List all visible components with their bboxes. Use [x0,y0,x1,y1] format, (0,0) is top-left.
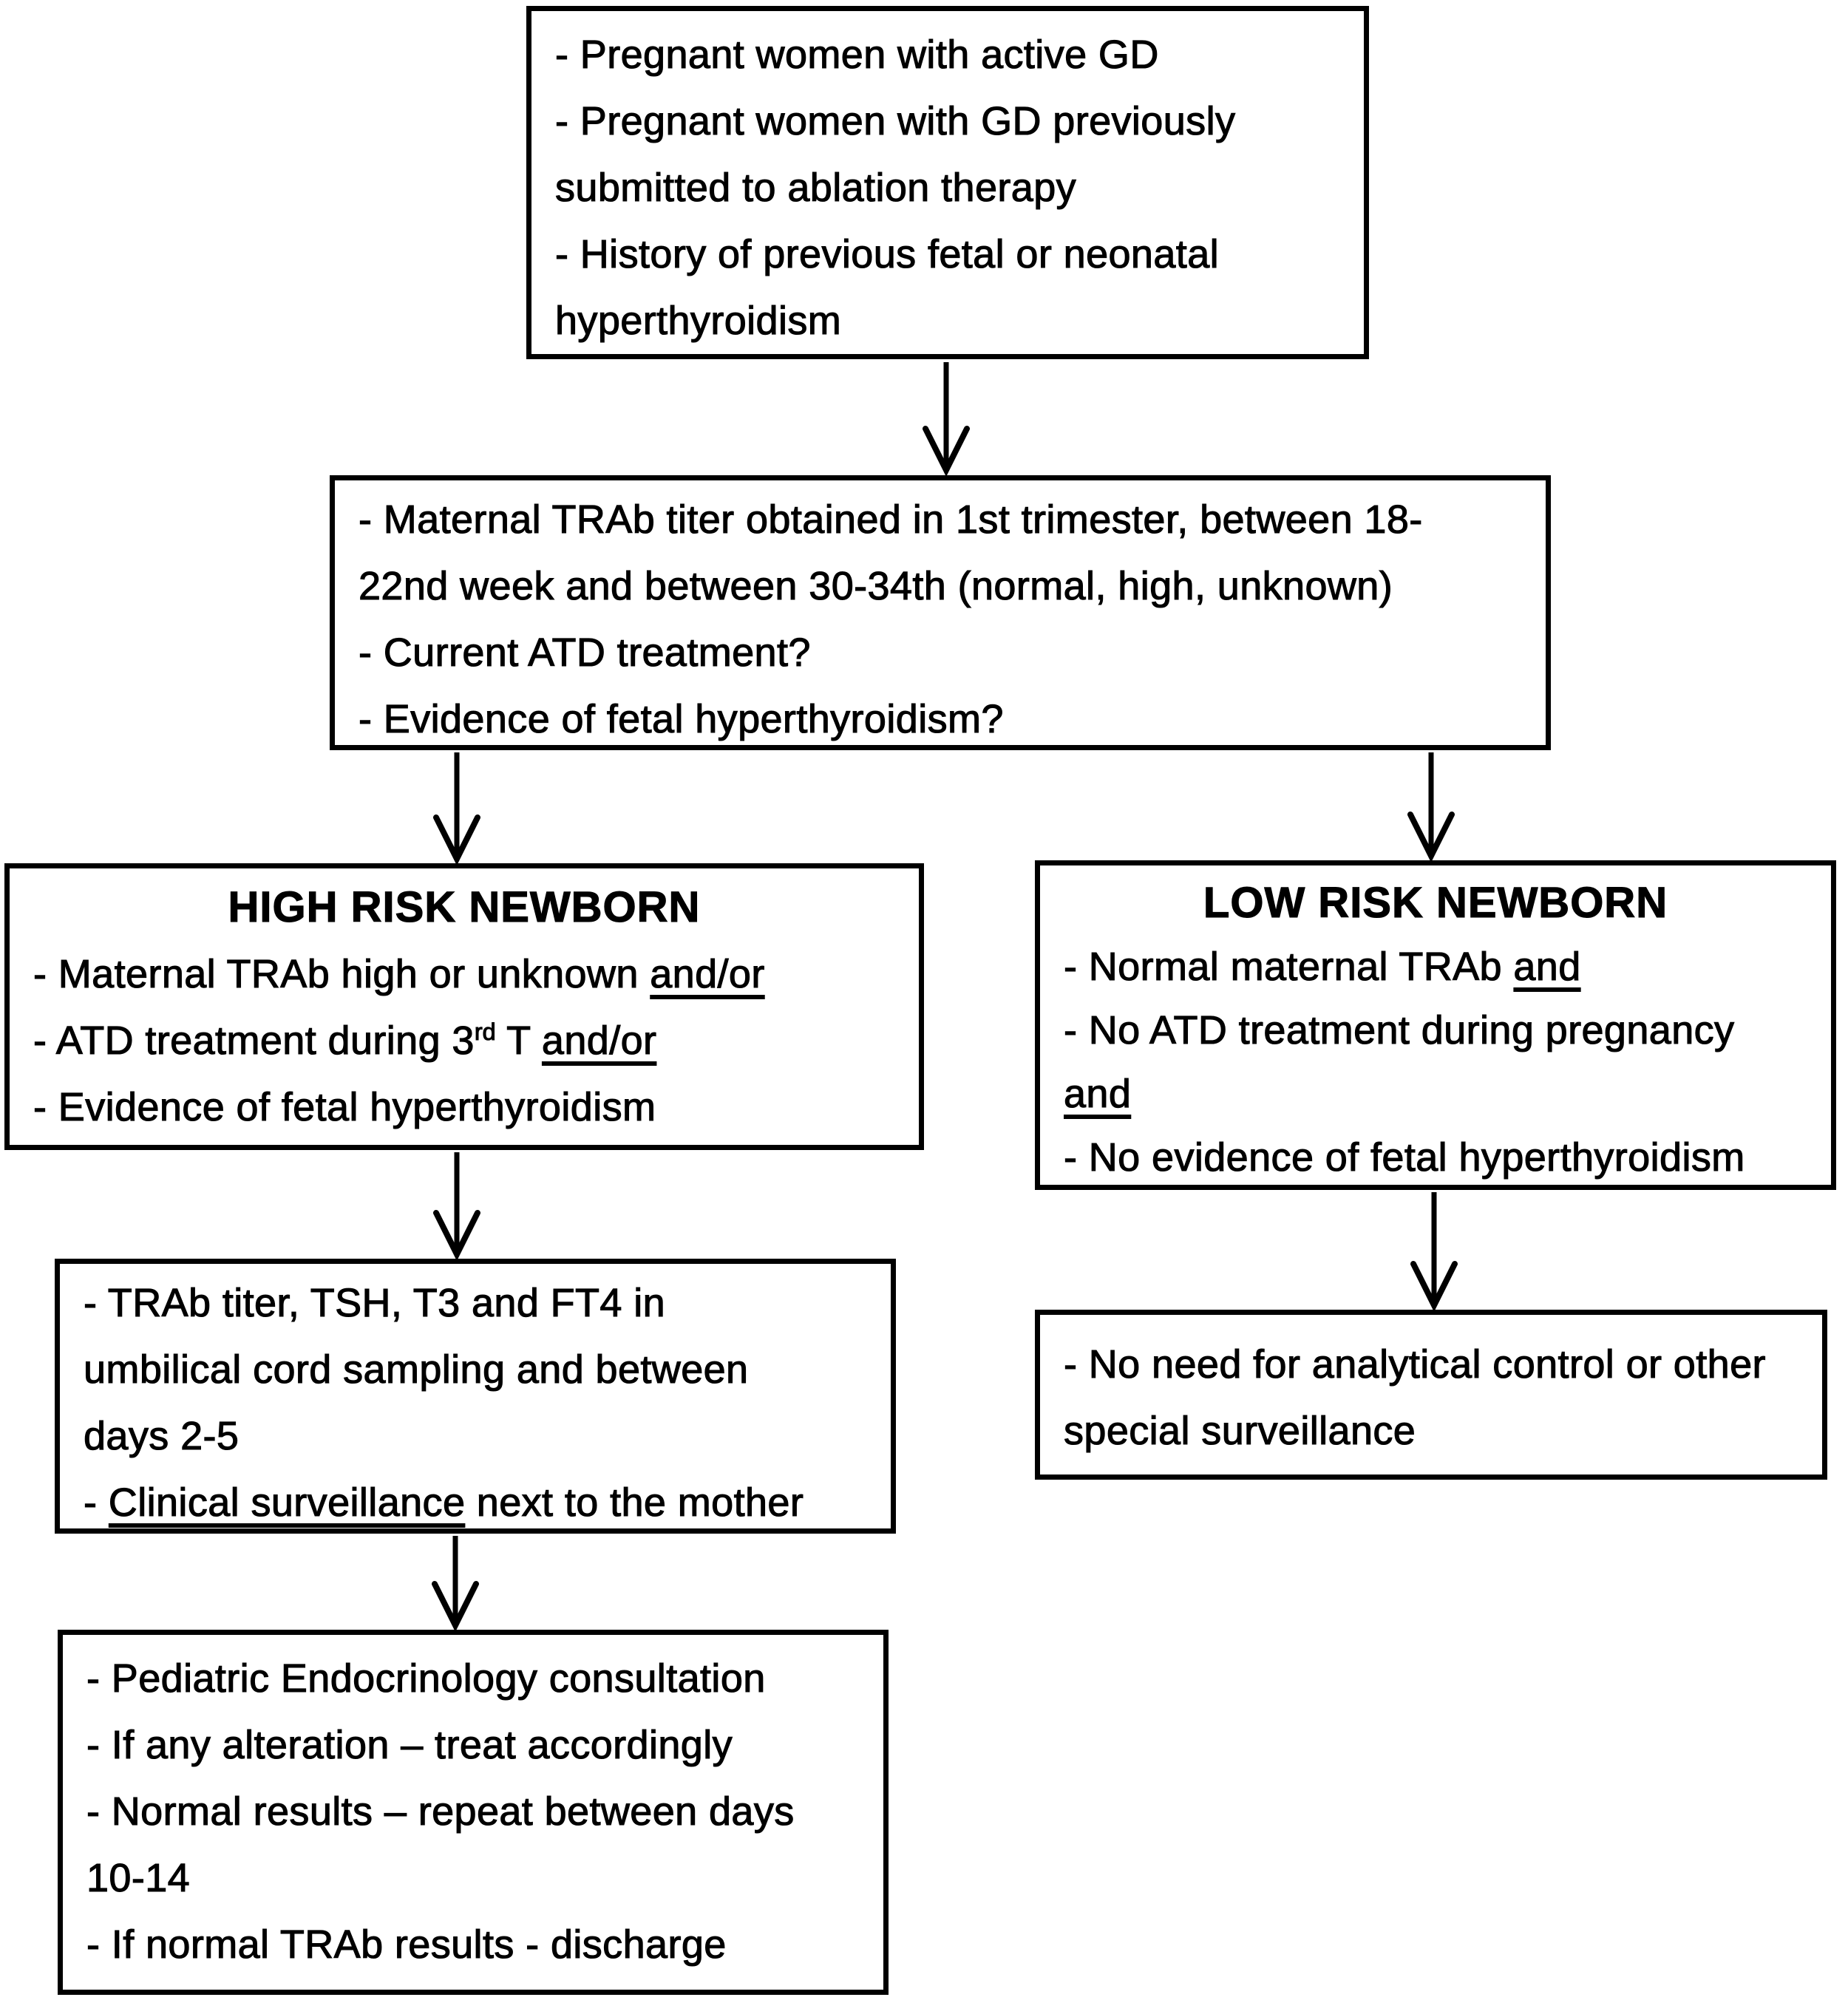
text-segment: submitted to ablation therapy [554,165,1077,210]
low-risk-newborn-line: - No ATD treatment during pregnancy [1063,999,1807,1062]
text-segment: - No ATD treatment during pregnancy [1063,1007,1735,1052]
text-segment: - ATD treatment during 3 [33,1018,475,1063]
high-risk-newborn-line: - Evidence of fetal hyperthyroidism [33,1074,895,1140]
text-segment: - Maternal TRAb titer obtained in 1st tr… [358,497,1423,542]
text-segment: - TRAb titer, TSH, T3 and FT4 in [83,1280,666,1325]
box-cord-sampling-tests: - TRAb titer, TSH, T3 and FT4 in umbilica… [55,1259,896,1534]
text-segment: next to the mother [465,1480,804,1525]
risk-assessment-line: - Maternal TRAb titer obtained in 1st tr… [358,486,1522,553]
arrow-down-icon-risk-assessment-to-low-risk-newborn [1407,752,1455,863]
inclusion-criteria-line: submitted to ablation therapy [554,154,1340,221]
text-segment: - [83,1480,109,1525]
underlined-text: and [1063,1071,1132,1116]
low-risk-newborn-line: and [1063,1062,1807,1126]
pediatric-followup-line: - Pediatric Endocrinology consultation [86,1645,860,1712]
cord-sampling-tests-line: - Clinical surveillance next to the moth… [83,1469,867,1528]
text-segment: - Current ATD treatment? [358,630,811,675]
underlined-text: and [1513,944,1581,989]
text-segment: - Maternal TRAb high or unknown [33,951,650,996]
text-segment: - If normal TRAb results - discharge [86,1922,727,1967]
arrow-down-icon-high-risk-newborn-to-cord-sampling-tests [433,1152,480,1261]
text-segment: - Normal results – repeat between days [86,1789,795,1834]
arrow-down-icon-cord-sampling-tests-to-pediatric-followup [432,1536,479,1632]
arrow-down-icon-inclusion-criteria-to-risk-assessment [923,362,970,477]
high-risk-newborn-line: - ATD treatment during 3rd T and/or [33,1007,895,1074]
pediatric-followup-line: - If normal TRAb results - discharge [86,1911,860,1978]
text-segment: 22nd week and between 30-34th (normal, h… [358,563,1393,608]
underlined-text: and/or [541,1018,657,1063]
superscript-text: rd [474,1018,496,1045]
inclusion-criteria-line: - History of previous fetal or neonatal [554,221,1340,288]
no-surveillance-line: special surveillance [1063,1398,1798,1464]
pediatric-followup-line: 10-14 [86,1845,860,1911]
arrow-down-icon-risk-assessment-to-high-risk-newborn [433,752,480,865]
box-inclusion-criteria: - Pregnant women with active GD - Pregnan… [526,6,1369,359]
text-segment: 10-14 [86,1855,191,1900]
risk-assessment-line: 22nd week and between 30-34th (normal, h… [358,553,1522,619]
high-risk-newborn-line: - Maternal TRAb high or unknown and/or [33,941,895,1007]
text-segment: umbilical cord sampling and between [83,1347,749,1392]
box-high-risk-newborn: HIGH RISK NEWBORN - Maternal TRAb high or… [4,863,924,1150]
text-segment: special surveillance [1063,1408,1416,1453]
low-risk-newborn-line: - No evidence of fetal hyperthyroidism [1063,1126,1807,1185]
text-segment: days 2-5 [83,1413,240,1458]
inclusion-criteria-line: - Pregnant women with active GD [554,21,1340,88]
text-segment: - Evidence of fetal hyperthyroidism? [358,696,1004,741]
box-risk-assessment: - Maternal TRAb titer obtained in 1st tr… [330,475,1551,750]
cord-sampling-tests-line: - TRAb titer, TSH, T3 and FT4 in [83,1270,867,1336]
high-risk-newborn-title: HIGH RISK NEWBORN [228,882,701,931]
no-surveillance-line: - No need for analytical control or othe… [1063,1331,1798,1398]
risk-assessment-line: - Evidence of fetal hyperthyroidism? [358,686,1522,745]
text-segment: - Evidence of fetal hyperthyroidism [33,1084,656,1129]
text-segment: - If any alteration – treat accordingly [86,1722,733,1767]
cord-sampling-tests-line: days 2-5 [83,1403,867,1469]
text-segment: - Pediatric Endocrinology consultation [86,1656,766,1701]
low-risk-newborn-title: LOW RISK NEWBORN [1203,878,1668,927]
text-segment: T [495,1018,542,1063]
inclusion-criteria-line: hyperthyroidism [554,288,1340,354]
text-segment: - Pregnant women with active GD [554,32,1159,77]
risk-assessment-line: - Current ATD treatment? [358,619,1522,686]
box-low-risk-newborn: LOW RISK NEWBORN - Normal maternal TRAb a… [1035,860,1836,1190]
pediatric-followup-line: - If any alteration – treat accordingly [86,1712,860,1778]
inclusion-criteria-line: - Pregnant women with GD previously [554,88,1340,154]
text-segment: - Normal maternal TRAb [1063,944,1514,989]
text-segment: - No need for analytical control or othe… [1063,1341,1766,1387]
low-risk-newborn-line: - Normal maternal TRAb and [1063,935,1807,999]
underlined-text: Clinical surveillance [108,1480,466,1525]
text-segment: - No evidence of fetal hyperthyroidism [1063,1135,1745,1180]
text-segment: hyperthyroidism [554,298,842,343]
arrow-down-icon-low-risk-newborn-to-no-surveillance [1410,1192,1458,1312]
box-pediatric-followup: - Pediatric Endocrinology consultation - … [58,1630,889,1995]
pediatric-followup-line: - Normal results – repeat between days [86,1778,860,1845]
cord-sampling-tests-line: umbilical cord sampling and between [83,1336,867,1403]
text-segment: - History of previous fetal or neonatal [554,231,1220,276]
underlined-text: and/or [650,951,765,996]
box-no-surveillance: - No need for analytical control or othe… [1035,1310,1827,1480]
text-segment: - Pregnant women with GD previously [554,98,1236,143]
